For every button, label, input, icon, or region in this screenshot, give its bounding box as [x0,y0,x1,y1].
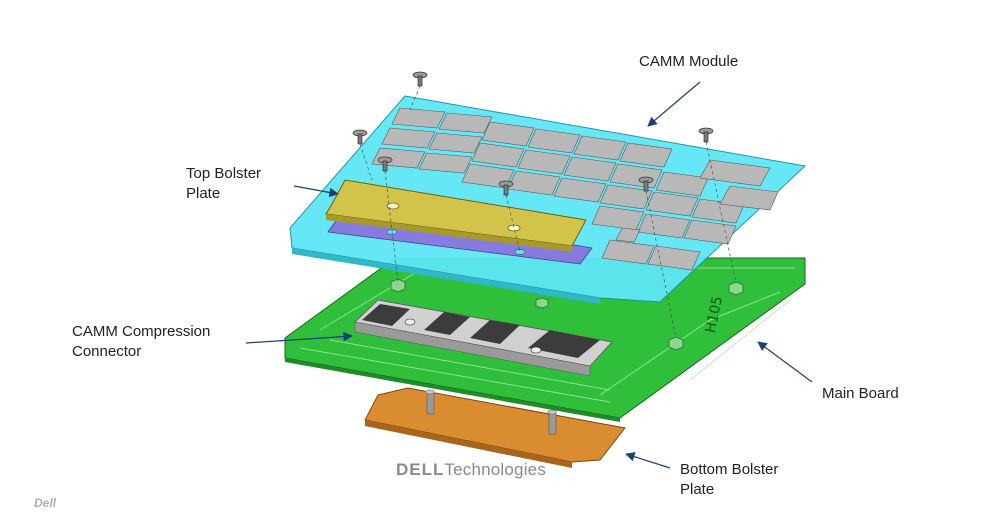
screw [498,180,514,196]
bottom-bolster-plate [364,387,626,468]
main-board-label: Main Board [822,385,899,402]
screw [412,71,428,87]
camm-module-arrow [647,81,701,127]
screw [638,176,654,192]
compression-connector-label: CAMM Compression Connector [72,322,210,362]
brand-technologies: Technologies [444,460,547,479]
top-bolster-label-line2: Plate [186,185,221,202]
compression-label-line1: CAMM Compression [72,323,211,340]
main-board-arrow [757,341,813,383]
compression-label-line2: Connector [72,343,142,360]
camm-module-label: CAMM Module [639,53,739,70]
camm-module [289,95,807,304]
screw [352,129,368,145]
top-bolster-plate-label: Top Bolster Plate [186,164,261,204]
bottom-bolster-arrow [625,452,671,469]
top-bolster-plate [325,179,587,252]
camm-compression-connector [354,299,613,377]
compression-connector-arrow [245,331,353,344]
brand-dell: DELL [396,460,445,479]
screw [698,127,714,143]
bottom-bolster-label-line2: Plate [680,481,715,498]
bottom-bolster-label-line1: Bottom Bolster [680,461,779,478]
leader-arrows [245,81,813,469]
alignment-lines [359,85,737,339]
bottom-bolster-plate-label: Bottom Bolster Plate [680,460,778,500]
board-marking: H105 [703,295,726,335]
top-bolster-label-line1: Top Bolster [186,165,262,182]
corner-dell-logo: Dell [34,496,57,510]
dell-technologies-logo: DELLTechnologies [396,460,546,480]
screw [377,156,393,172]
board-standoff [390,278,744,351]
screws [352,71,714,196]
top-bolster-arrow [293,185,339,198]
